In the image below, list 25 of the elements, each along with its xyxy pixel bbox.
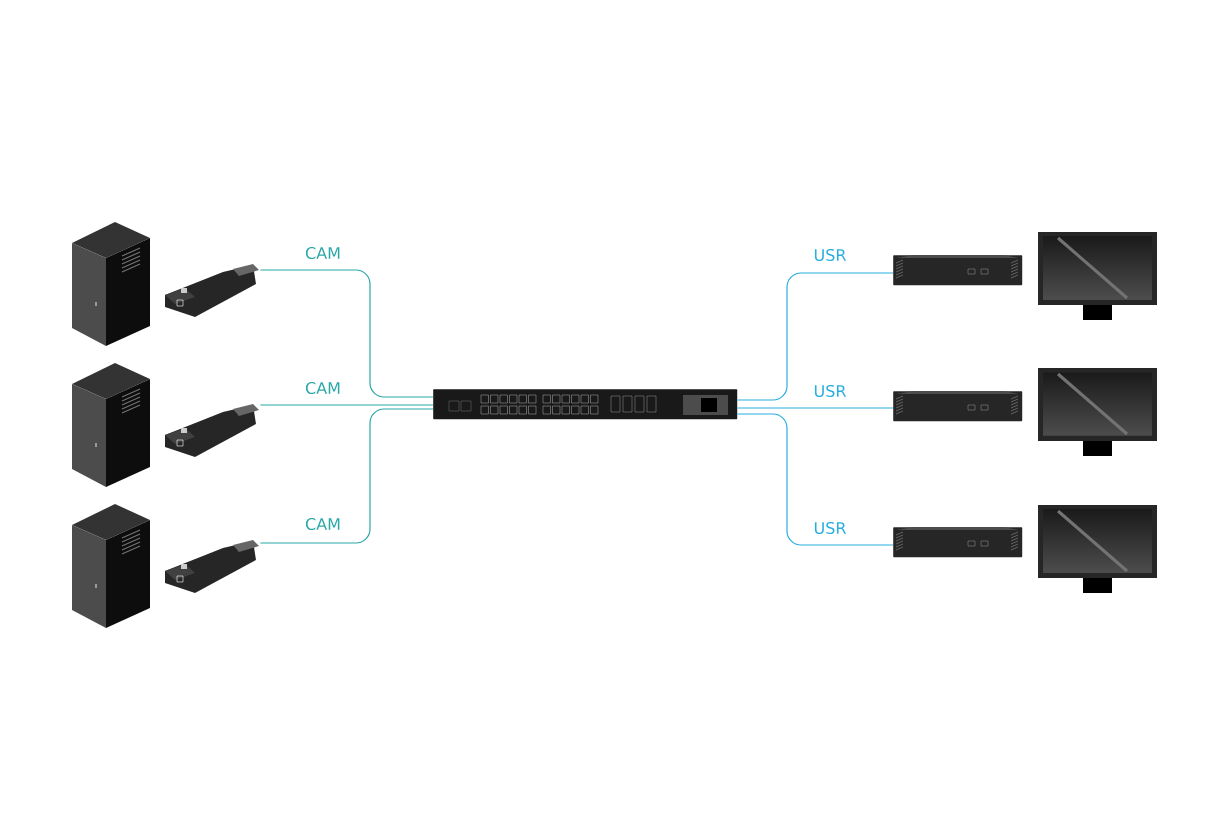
computer-tower-drawing — [72, 504, 150, 628]
cable-line — [259, 404, 434, 406]
receiver-box-drawing — [893, 255, 1023, 286]
computer-tower-drawing — [72, 222, 150, 346]
adapter-drawing — [165, 264, 259, 317]
monitor-drawing — [1038, 505, 1157, 593]
network-switch-drawing — [433, 389, 738, 420]
adapter-drawing — [165, 404, 259, 457]
receiver-box-drawing — [893, 527, 1023, 558]
cable-line — [736, 413, 894, 546]
edge-label: USR — [812, 383, 848, 399]
adapter-drawing — [165, 540, 259, 593]
computer-tower-drawing — [72, 363, 150, 487]
edge-label: USR — [812, 247, 848, 263]
cable-line — [259, 269, 434, 398]
monitor-drawing — [1038, 232, 1157, 320]
edge-label: CAM — [304, 245, 342, 261]
cable-line — [259, 408, 434, 544]
edge-label: CAM — [304, 516, 342, 532]
receiver-box-drawing — [893, 391, 1023, 422]
edge-label: CAM — [304, 380, 342, 396]
monitor-drawing — [1038, 368, 1157, 456]
cable-line — [736, 272, 894, 401]
edge-label: USR — [812, 520, 848, 536]
cable-line — [736, 407, 894, 409]
